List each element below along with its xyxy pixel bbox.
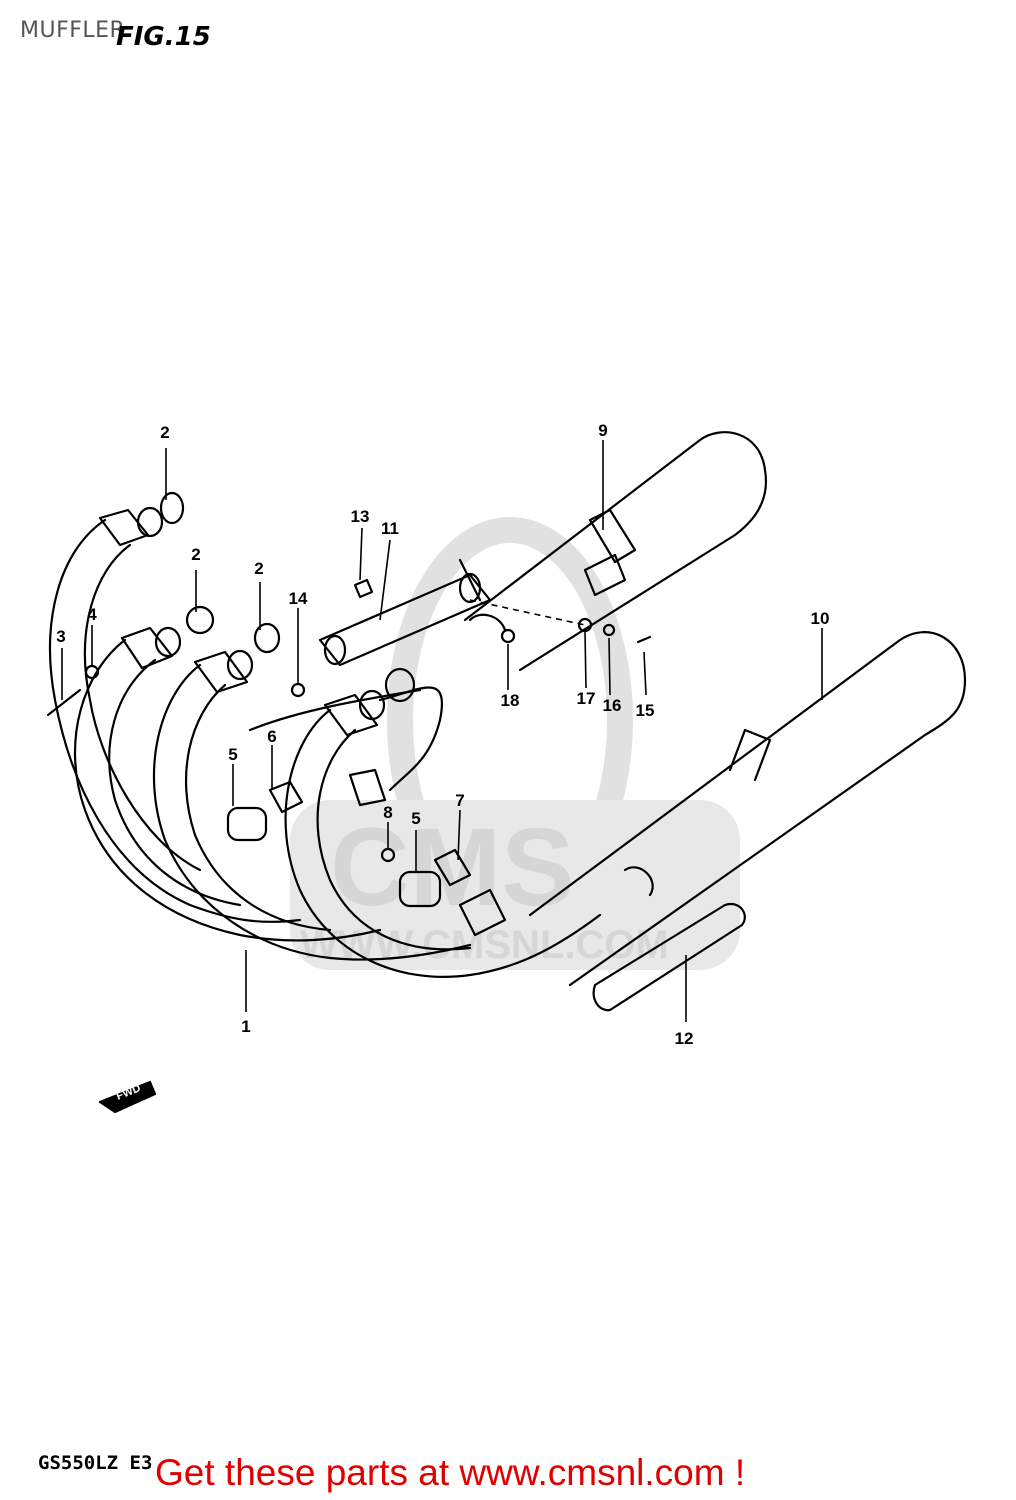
callout-12: 12 xyxy=(675,1029,694,1048)
nut-4 xyxy=(84,664,100,680)
clamp-7 xyxy=(433,848,472,887)
callout-13: 13 xyxy=(351,507,370,526)
callout-2b: 2 xyxy=(191,545,200,564)
connector-5b xyxy=(398,870,442,908)
muffler-lower xyxy=(458,631,967,987)
callout-1: 1 xyxy=(241,1017,250,1036)
callout-10: 10 xyxy=(811,609,830,628)
bolt-8 xyxy=(380,847,396,863)
callout-11: 11 xyxy=(381,519,399,538)
watermark-logo: CMS WWW.CMSNL.COM xyxy=(290,517,740,970)
gasket-ring xyxy=(384,667,416,703)
callout-18: 18 xyxy=(501,691,520,710)
clamp-6 xyxy=(268,780,304,814)
callout-4: 4 xyxy=(87,605,97,624)
balance-tube xyxy=(318,573,492,667)
exhaust-pipe-4 xyxy=(284,689,602,978)
callout-5b: 5 xyxy=(411,809,420,828)
washer-18 xyxy=(500,628,516,644)
callout-2c: 2 xyxy=(254,559,263,578)
page-label: MUFFLER xyxy=(20,18,126,43)
connector-5a xyxy=(226,806,268,842)
callout-15: 15 xyxy=(636,701,655,720)
leader-lines xyxy=(61,440,823,1022)
callout-6: 6 xyxy=(267,727,276,746)
figure-title: FIG.15 xyxy=(116,22,211,52)
exhaust-pipe-outer xyxy=(49,506,302,923)
exhaust-pipe-2 xyxy=(73,626,382,942)
footer-cta-link[interactable]: Get these parts at www.cmsnl.com ! xyxy=(155,1452,746,1493)
nut-17 xyxy=(577,617,593,633)
callout-numbers: 1 2 2 2 3 4 5 5 6 7 8 9 10 11 12 13 14 1… xyxy=(56,421,829,1048)
callout-9: 9 xyxy=(598,421,607,440)
callout-5a: 5 xyxy=(228,745,237,764)
callout-16: 16 xyxy=(603,696,622,715)
clip-13 xyxy=(353,578,374,599)
gasket-2a xyxy=(159,491,185,525)
gasket-2b xyxy=(185,605,215,635)
exhaust-pipe-3 xyxy=(152,649,472,961)
callout-8: 8 xyxy=(383,803,392,822)
washer-16 xyxy=(602,623,616,637)
fwd-arrow-icon xyxy=(98,1080,157,1114)
bolt-14 xyxy=(290,682,306,698)
callout-2a: 2 xyxy=(160,423,169,442)
bolt-3 xyxy=(46,688,82,717)
watermark-logo-text: CMS xyxy=(330,806,574,929)
callout-3: 3 xyxy=(56,627,65,646)
gasket-2c xyxy=(253,622,281,654)
bolt-15 xyxy=(636,635,652,644)
callout-14: 14 xyxy=(289,589,308,608)
callout-7: 7 xyxy=(455,791,464,810)
bracket-arm xyxy=(378,686,443,792)
model-code: GS550LZ E3 xyxy=(38,1452,153,1474)
callout-17: 17 xyxy=(577,689,596,708)
heat-shield-tube xyxy=(592,902,746,1012)
